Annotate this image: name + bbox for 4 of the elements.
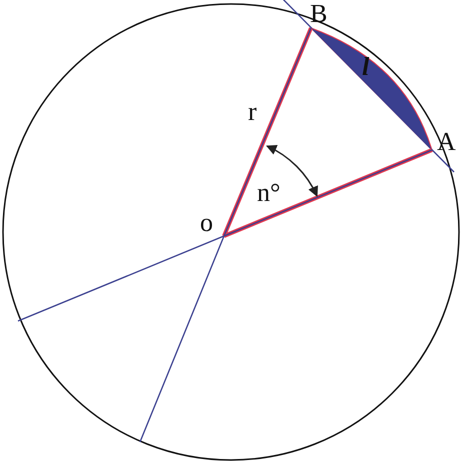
point-label: r [248, 99, 257, 125]
point-label: o [200, 210, 213, 236]
point-label: l [362, 54, 370, 80]
point-label: n° [257, 180, 280, 206]
